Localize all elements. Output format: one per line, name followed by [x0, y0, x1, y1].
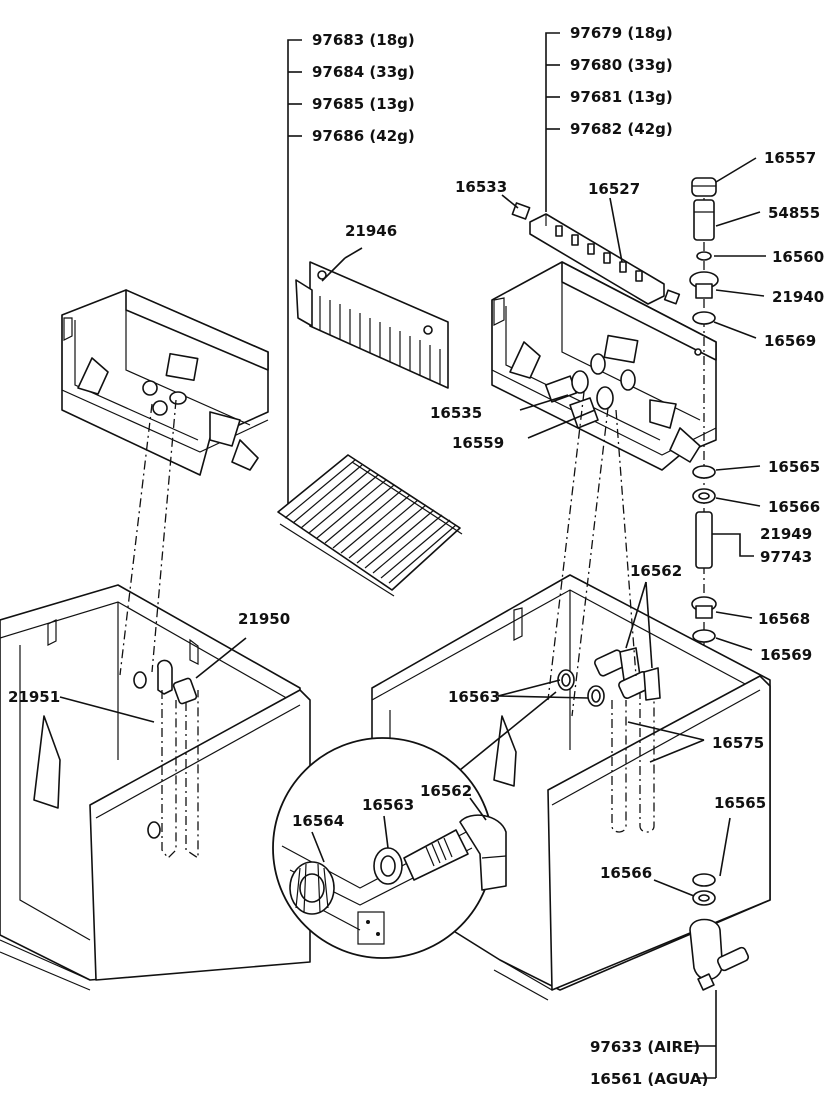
- label-16535: 16535: [430, 404, 482, 422]
- guide-line-right-1: [547, 391, 585, 701]
- part-16557-cap: [691, 177, 717, 197]
- label-97685: 97685 (13g): [312, 95, 415, 113]
- label-16561-agua: 16561 (AGUA): [590, 1070, 708, 1088]
- label-97681: 97681 (13g): [570, 88, 673, 106]
- part-16569-washer-top: [692, 311, 716, 325]
- label-97680: 97680 (33g): [570, 56, 673, 74]
- label-16563-top: 16563: [448, 688, 500, 706]
- part-21940-fitting: [689, 271, 719, 299]
- label-16569-top: 16569: [764, 332, 816, 350]
- label-21940: 21940: [772, 288, 824, 306]
- detail-magnifier: [272, 691, 557, 959]
- elbow-fittings-16562: [594, 647, 661, 701]
- guide-line-left-2: [151, 399, 177, 673]
- valve-assembly: [689, 873, 750, 1078]
- label-54855: 54855: [768, 204, 820, 222]
- label-16566-bottom: 16566: [600, 864, 652, 882]
- left-pipe-assembly: [133, 659, 199, 860]
- label-16533: 16533: [455, 178, 507, 196]
- label-16557: 16557: [764, 149, 816, 167]
- left-upper-tank: [61, 289, 269, 476]
- label-16562-top: 16562: [630, 562, 682, 580]
- guide-line-right-3: [615, 409, 637, 677]
- label-16563-detail: 16563: [362, 796, 414, 814]
- label-97679: 97679 (18g): [570, 24, 673, 42]
- wire-rack: [277, 454, 463, 597]
- guide-line-right-2: [571, 407, 609, 717]
- label-97683: 97683 (18g): [312, 31, 415, 49]
- part-54855-tube: [693, 199, 715, 241]
- label-16559: 16559: [452, 434, 504, 452]
- label-97633-aire: 97633 (AIRE): [590, 1038, 700, 1056]
- label-16566-top: 16566: [768, 498, 820, 516]
- label-16527: 16527: [588, 180, 640, 198]
- label-16568: 16568: [758, 610, 810, 628]
- label-16565-bottom: 16565: [714, 794, 766, 812]
- label-97684: 97684 (33g): [312, 63, 415, 81]
- rings-16563: [557, 669, 605, 707]
- label-97743: 97743: [760, 548, 812, 566]
- part-16565-washer: [692, 465, 716, 479]
- right-pipes-16575: [611, 690, 655, 833]
- guide-line-left-1: [119, 403, 153, 676]
- left-lower-tank: [0, 584, 311, 991]
- part-21949-pipe: [695, 511, 713, 569]
- gas-manifold-16527: [511, 202, 681, 305]
- label-16565-top: 16565: [768, 458, 820, 476]
- label-16569-bottom: 16569: [760, 646, 812, 664]
- label-21949: 21949: [760, 525, 812, 543]
- label-21946: 21946: [345, 222, 397, 240]
- label-21951: 21951: [8, 688, 60, 706]
- part-16566-nut: [692, 488, 716, 504]
- label-16562-detail: 16562: [420, 782, 472, 800]
- leader-bracket-right: [545, 32, 560, 212]
- right-upper-tank: [491, 261, 717, 471]
- part-16568-fitting: [691, 596, 717, 619]
- label-16575: 16575: [712, 734, 764, 752]
- label-97682: 97682 (42g): [570, 120, 673, 138]
- burner-panel-21946: [295, 247, 449, 389]
- label-16560: 16560: [772, 248, 824, 266]
- label-21950: 21950: [238, 610, 290, 628]
- label-97686: 97686 (42g): [312, 127, 415, 145]
- label-16564: 16564: [292, 812, 344, 830]
- leader-bracket-left: [287, 39, 302, 508]
- part-16560-ring: [696, 251, 712, 261]
- part-16569-washer-bottom: [692, 629, 716, 643]
